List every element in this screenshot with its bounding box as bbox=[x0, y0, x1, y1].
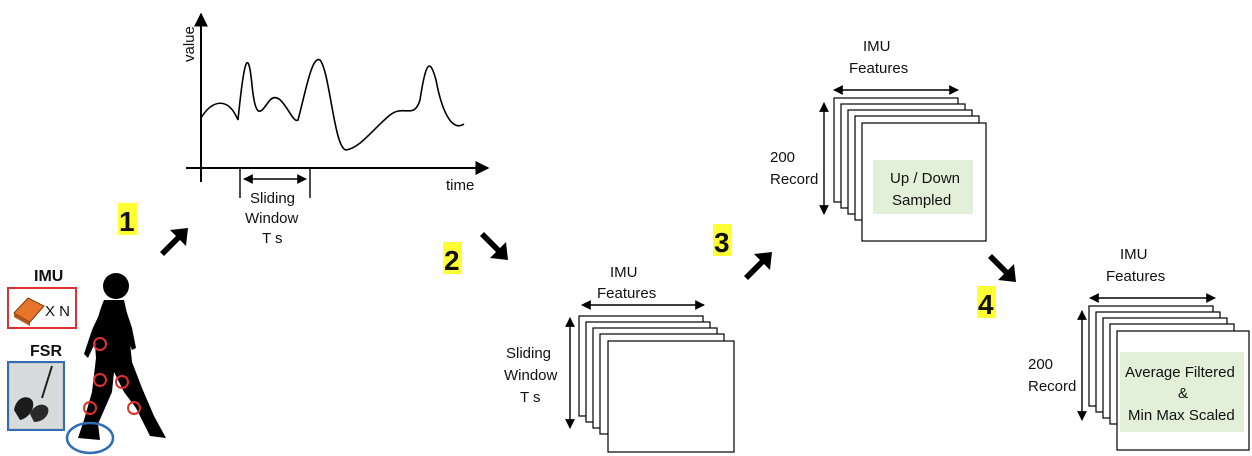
walking-person-figure bbox=[65, 273, 166, 455]
stack-3-top-label-1: IMU bbox=[1120, 246, 1148, 263]
stack-1-side-label-1: Sliding bbox=[506, 345, 551, 362]
scaled-box-label-3: Min Max Scaled bbox=[1128, 407, 1235, 424]
stack-3-side-label-2: Record bbox=[1028, 378, 1076, 395]
step-1: 1 bbox=[118, 203, 188, 256]
step-1-arrow-icon bbox=[160, 228, 188, 256]
sampled-box-label-2: Sampled bbox=[892, 192, 951, 209]
foot-sensor-ring bbox=[65, 421, 115, 455]
stack-3-top-label-2: Features bbox=[1106, 268, 1165, 285]
imu-legend-title: IMU bbox=[34, 268, 63, 285]
scaled-box-label-1: Average Filtered bbox=[1125, 364, 1235, 381]
stack-2-side-label-1: 200 bbox=[770, 149, 795, 166]
y-axis-label: value bbox=[181, 26, 198, 62]
signal-plot: value time Sliding Window T s bbox=[181, 12, 490, 247]
stack-3-side-label-1: 200 bbox=[1028, 356, 1053, 373]
fsr-legend-title: FSR bbox=[30, 343, 62, 360]
stack-1-side-label-2: Window bbox=[504, 367, 558, 384]
sensor-markers bbox=[83, 337, 141, 415]
signal-curve bbox=[200, 58, 465, 151]
step-3-label: 3 bbox=[714, 227, 730, 258]
window-label-3: T s bbox=[262, 230, 283, 247]
step-2-label: 2 bbox=[444, 245, 460, 276]
scaled-box bbox=[1120, 352, 1244, 432]
stack-2-side-label-2: Record bbox=[770, 171, 818, 188]
x-axis-label: time bbox=[446, 177, 474, 194]
feature-stack-scaled: IMU Features 200 Record Average Filtered… bbox=[1028, 246, 1250, 451]
step-2-arrow-icon bbox=[480, 232, 508, 260]
step-4-label: 4 bbox=[978, 289, 994, 320]
feature-stack-sampled: IMU Features 200 Record Up / Down Sample… bbox=[770, 38, 987, 242]
imu-count-label: X N bbox=[45, 303, 70, 320]
stack-2-top-label-1: IMU bbox=[863, 38, 891, 55]
imu-legend: IMU X N bbox=[7, 268, 77, 329]
step-3-arrow-icon bbox=[744, 252, 772, 280]
sampled-box-label-1: Up / Down bbox=[890, 170, 960, 187]
window-label-1: Sliding bbox=[250, 190, 295, 207]
feature-stack-window: IMU Features Sliding Window T s bbox=[504, 264, 735, 453]
step-2: 2 bbox=[443, 232, 508, 276]
step-3: 3 bbox=[713, 224, 772, 280]
fsr-legend: FSR bbox=[7, 343, 65, 431]
stack-1-side-label-3: T s bbox=[520, 389, 541, 406]
scaled-box-label-2: & bbox=[1178, 385, 1188, 402]
stack-1-top-label-2: Features bbox=[597, 285, 656, 302]
stack-1-top-label-1: IMU bbox=[610, 264, 638, 281]
window-label-2: Window bbox=[245, 210, 299, 227]
step-4-arrow-icon bbox=[988, 254, 1016, 282]
sampled-box bbox=[873, 160, 973, 214]
stack-2-top-label-2: Features bbox=[849, 60, 908, 77]
fsr-insole-photo-icon bbox=[10, 364, 62, 428]
step-4: 4 bbox=[977, 254, 1016, 320]
imu-device-icon bbox=[13, 297, 45, 326]
step-1-label: 1 bbox=[119, 206, 135, 237]
